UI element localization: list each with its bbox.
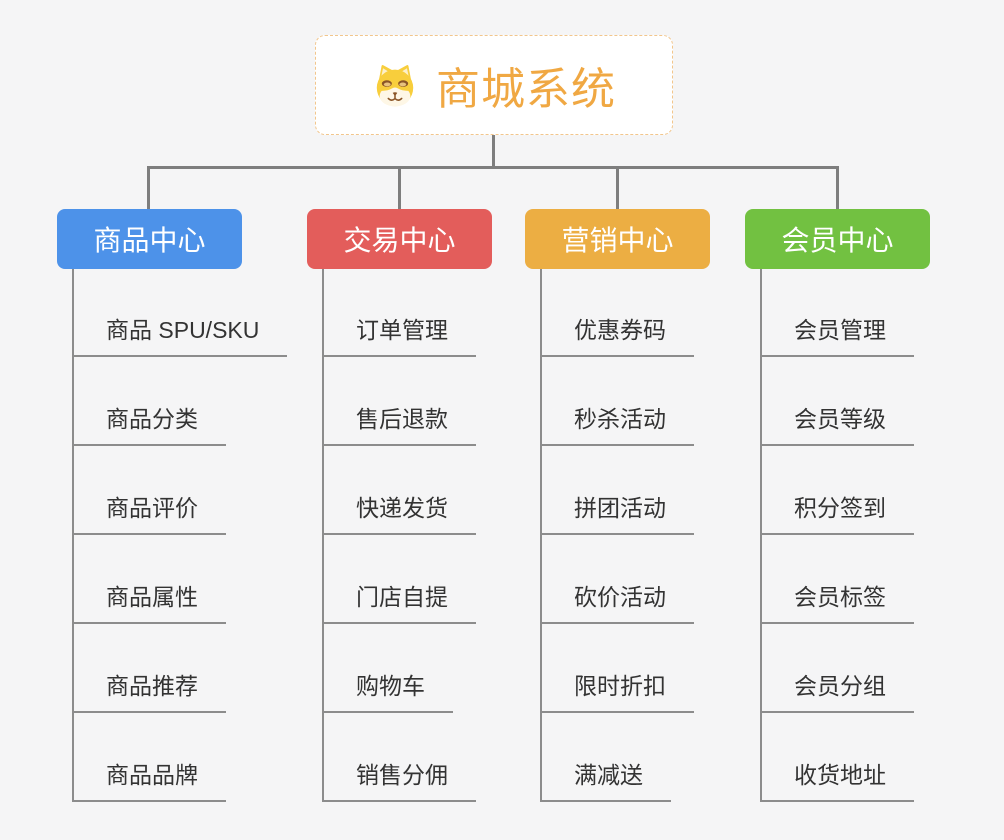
branch-node-member-center[interactable]: 会员中心: [745, 209, 930, 269]
root-title: 商城系统: [436, 65, 616, 114]
branch-node-product-center[interactable]: 商品中心: [57, 209, 242, 269]
child-node[interactable]: 会员管理: [760, 315, 914, 357]
connector-drop-branch-1: [147, 166, 150, 209]
branch-spine-2: [322, 269, 324, 801]
child-node[interactable]: 购物车: [322, 671, 453, 713]
child-node[interactable]: 秒杀活动: [540, 404, 694, 446]
child-node[interactable]: 订单管理: [322, 315, 476, 357]
child-node[interactable]: 商品品牌: [72, 760, 226, 802]
child-node[interactable]: 会员标签: [760, 582, 914, 624]
connector-drop-branch-4: [836, 166, 839, 209]
branch-spine-3: [540, 269, 542, 801]
child-node[interactable]: 优惠券码: [540, 315, 694, 357]
connector-drop-branch-3: [616, 166, 619, 209]
branch-node-trade-center[interactable]: 交易中心: [307, 209, 492, 269]
child-node[interactable]: 商品评价: [72, 493, 226, 535]
branch-spine-1: [72, 269, 74, 801]
child-node[interactable]: 积分签到: [760, 493, 914, 535]
child-node[interactable]: 门店自提: [322, 582, 476, 624]
child-node[interactable]: 砍价活动: [540, 582, 694, 624]
connector-horizontal-bus: [147, 166, 839, 169]
child-node[interactable]: 商品推荐: [72, 671, 226, 713]
connector-drop-branch-2: [398, 166, 401, 209]
child-node[interactable]: 快递发货: [322, 493, 476, 535]
child-node[interactable]: 商品属性: [72, 582, 226, 624]
child-node[interactable]: 商品分类: [72, 404, 226, 446]
child-node[interactable]: 限时折扣: [540, 671, 694, 713]
connector-root-stem: [492, 135, 495, 169]
child-node[interactable]: 会员等级: [760, 404, 914, 446]
child-node[interactable]: 商品 SPU/SKU: [72, 315, 288, 357]
child-node[interactable]: 拼团活动: [540, 493, 694, 535]
child-node[interactable]: 收货地址: [760, 760, 914, 802]
child-node[interactable]: 销售分佣: [322, 760, 476, 802]
dog-face-icon: [376, 64, 414, 107]
root-node[interactable]: 商城系统: [315, 35, 673, 135]
child-node[interactable]: 满减送: [540, 760, 671, 802]
branch-node-marketing-center[interactable]: 营销中心: [525, 209, 710, 269]
branch-spine-4: [760, 269, 762, 801]
child-node[interactable]: 售后退款: [322, 404, 476, 446]
child-node[interactable]: 会员分组: [760, 671, 914, 713]
